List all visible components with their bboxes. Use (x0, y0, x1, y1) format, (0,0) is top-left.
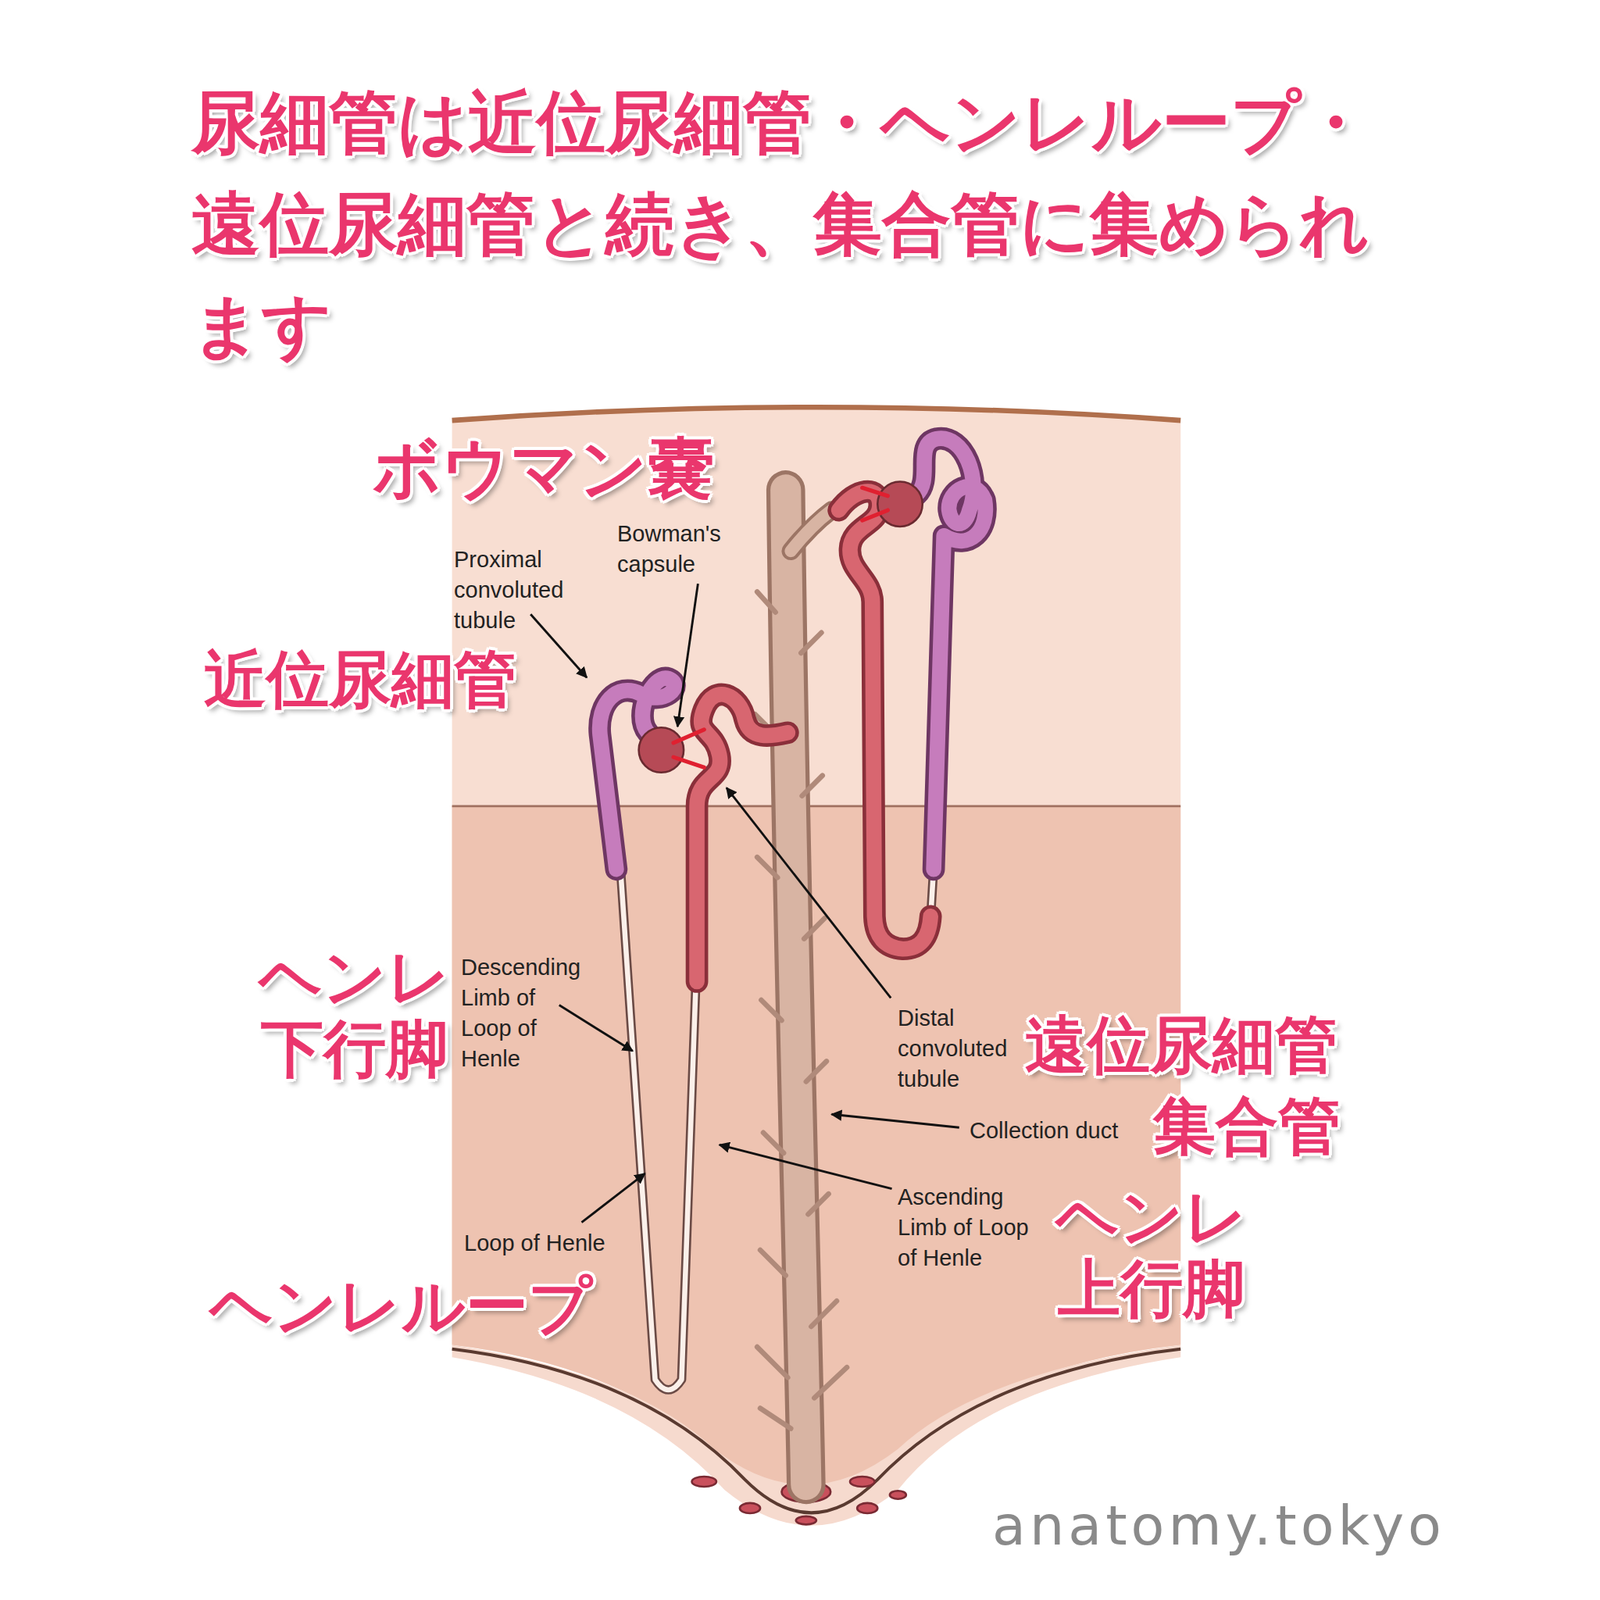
part-label-en: Descending Limb of Loop of Henle (460, 952, 586, 1075)
part-label-en: Proximal convoluted tubule (453, 544, 572, 636)
part-label: 遠位尿細管 (1025, 1007, 1338, 1083)
collecting-duct (755, 489, 848, 1485)
part-label: ヘンレ 下行脚 (248, 941, 461, 1086)
part-label-en: Ascending Limb of Loop of Henle (897, 1182, 1037, 1274)
short-nephron (600, 678, 789, 1390)
long-nephron (839, 438, 986, 950)
leader-lines (530, 583, 960, 1223)
part-label: ヘンレループ (209, 1268, 593, 1344)
part-label: 集合管 (1153, 1089, 1341, 1165)
part-label-en: Collection duct (969, 1115, 1118, 1147)
cortex (452, 407, 1182, 1513)
capsule-border (452, 407, 1182, 421)
part-label-en: Bowman's capsule (617, 518, 735, 580)
part-label: ヘンレ 上行脚 (1045, 1181, 1258, 1325)
part-label: ボウマン嚢 (372, 428, 715, 509)
part-label-en: Distal convoluted tubule (897, 1003, 1015, 1095)
part-label-en: Loop of Henle (464, 1228, 606, 1259)
title: 尿細管は近位尿細管・ヘンレループ・遠位尿細管と続き、集合管に集められます (191, 71, 1411, 377)
watermark: anatomy.tokyo (992, 1493, 1446, 1558)
part-label: 近位尿細管 (203, 642, 517, 718)
cortex-medulla-border (452, 805, 1182, 808)
